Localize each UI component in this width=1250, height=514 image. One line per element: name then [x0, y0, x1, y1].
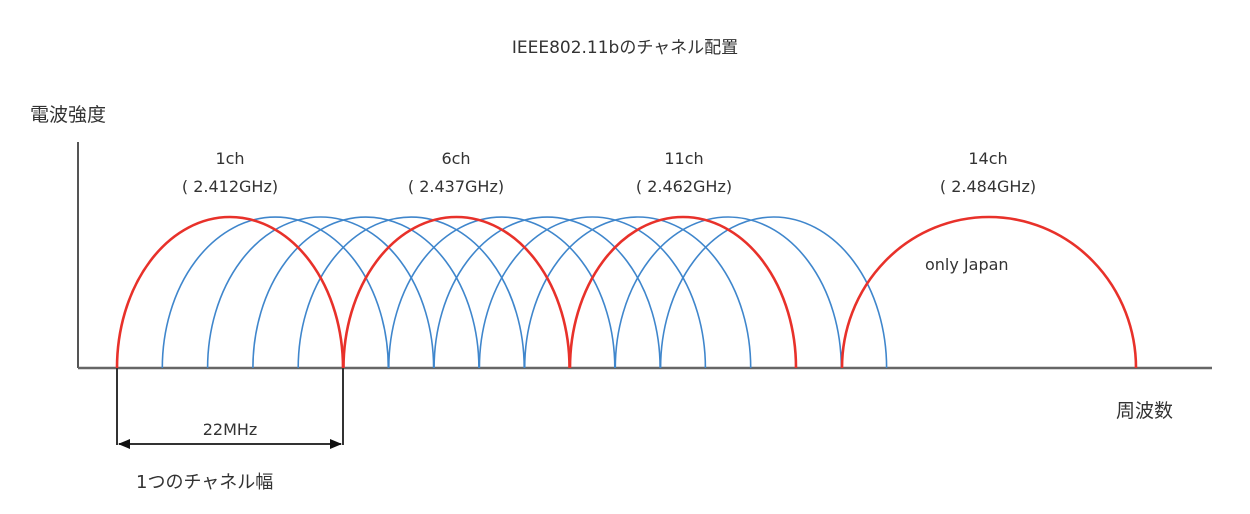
arc-ch3 — [206, 216, 435, 369]
highlighted-channel-arcs — [115, 215, 1138, 369]
arc-ch11 — [568, 215, 798, 369]
arc-ch7 — [388, 216, 616, 369]
arc-ch2 — [161, 216, 390, 369]
channel-label-1ch: 1ch ( 2.412GHz) — [130, 145, 330, 201]
arc-ch13 — [659, 216, 888, 369]
channel-frequency: ( 2.437GHz) — [407, 177, 505, 196]
arc-ch9 — [478, 216, 707, 369]
bandwidth-bracket — [116, 368, 344, 449]
arc-ch14 — [840, 215, 1138, 369]
diagram-title: IEEE802.11bのチャネル配置 — [511, 38, 739, 58]
channel-frequency: ( 2.484GHz) — [939, 177, 1037, 196]
only-japan-note: only Japan — [925, 255, 1009, 274]
arc-ch1 — [115, 215, 345, 369]
arc-ch4 — [252, 216, 480, 369]
channel-label-14ch: 14ch ( 2.484GHz) — [888, 145, 1088, 201]
channel-name: 14ch — [968, 149, 1008, 168]
channel-label-6ch: 6ch ( 2.437GHz) — [356, 145, 556, 201]
channel-name: 11ch — [664, 149, 704, 168]
channel-name: 6ch — [441, 149, 471, 168]
bandwidth-caption: 1つのチャネル幅 — [136, 472, 274, 493]
channel-frequency: ( 2.462GHz) — [635, 177, 733, 196]
x-axis-label: 周波数 — [1116, 400, 1174, 422]
arc-ch6 — [342, 215, 571, 369]
overlapping-channel-arcs — [161, 216, 888, 369]
bandwidth-value: 22MHz — [202, 420, 258, 439]
y-axis-label: 電波強度 — [30, 104, 107, 126]
arc-ch12 — [614, 216, 843, 369]
arc-ch10 — [523, 216, 752, 369]
arc-ch5 — [297, 216, 525, 369]
arc-ch8 — [433, 216, 661, 369]
channel-label-11ch: 11ch ( 2.462GHz) — [584, 145, 784, 201]
channel-name: 1ch — [215, 149, 245, 168]
channel-frequency: ( 2.412GHz) — [181, 177, 279, 196]
